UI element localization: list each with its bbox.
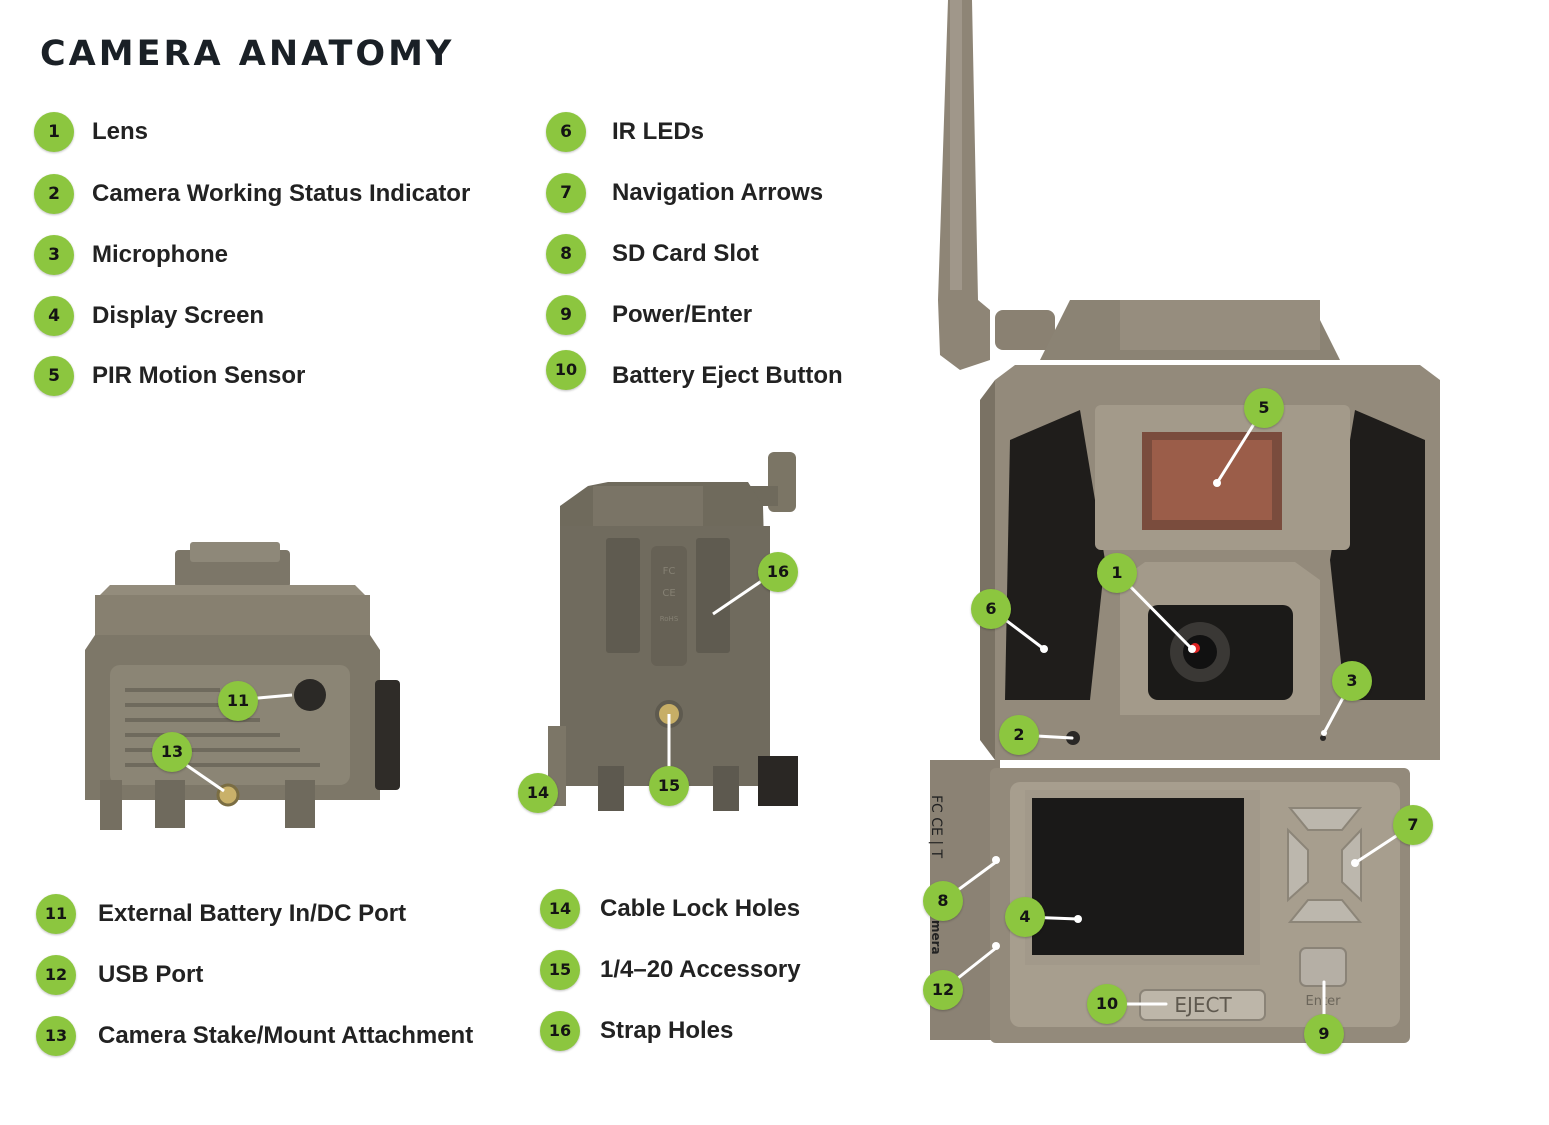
fc-mark: FC bbox=[663, 566, 676, 577]
legend-label: 1/4–20 Accessory bbox=[600, 956, 801, 983]
side-model-text: mera bbox=[929, 920, 943, 955]
marker-2: 2 bbox=[999, 715, 1039, 755]
page-title: CAMERA ANATOMY bbox=[40, 34, 455, 74]
rohs-mark: RoHS bbox=[660, 615, 679, 623]
marker-1: 1 bbox=[1097, 553, 1137, 593]
legend-label: External Battery In/DC Port bbox=[98, 900, 407, 927]
ce-mark: CE bbox=[662, 588, 675, 599]
legend-label: Cable Lock Holes bbox=[600, 895, 801, 922]
legend-label: Camera Stake/Mount Attachment bbox=[98, 1022, 474, 1049]
legend-label: SD Card Slot bbox=[612, 240, 759, 267]
marker-4: 4 bbox=[1005, 897, 1045, 937]
marker-8: 8 bbox=[923, 881, 963, 921]
camera-front-view: Enter EJECT FC CE | T mera bbox=[920, 0, 1460, 1060]
number-badge: 2 bbox=[34, 174, 74, 214]
number-badge: 7 bbox=[546, 173, 586, 213]
number-badge: 13 bbox=[36, 1016, 76, 1056]
legend-label: Strap Holes bbox=[600, 1017, 734, 1044]
marker-12: 12 bbox=[923, 970, 963, 1010]
number-badge: 15 bbox=[540, 950, 580, 990]
marker-6: 6 bbox=[971, 589, 1011, 629]
legend-front-parts-b: 6 IR LEDs 7 Navigation Arrows 8 SD Card … bbox=[546, 112, 906, 402]
marker-16: 16 bbox=[758, 552, 798, 592]
legend-label: Navigation Arrows bbox=[612, 179, 824, 206]
marker-5: 5 bbox=[1244, 388, 1284, 428]
marker-9: 9 bbox=[1304, 1014, 1344, 1054]
number-badge: 8 bbox=[546, 234, 586, 274]
marker-15: 15 bbox=[649, 766, 689, 806]
side-cert-text: FC CE | T bbox=[928, 795, 944, 859]
number-badge: 1 bbox=[34, 112, 74, 152]
legend-label: USB Port bbox=[98, 961, 204, 988]
legend-back-parts: 14 Cable Lock Holes 15 1/4–20 Accessory … bbox=[540, 889, 870, 1059]
camera-bottom-view: 11 13 bbox=[70, 540, 410, 840]
number-badge: 12 bbox=[36, 955, 76, 995]
legend-label: Microphone bbox=[92, 241, 228, 268]
legend-label: Battery Eject Button bbox=[612, 362, 843, 389]
legend-label: PIR Motion Sensor bbox=[92, 362, 306, 389]
marker-14: 14 bbox=[518, 773, 558, 813]
number-badge: 10 bbox=[546, 350, 586, 390]
legend-label: Display Screen bbox=[92, 302, 265, 329]
camera-back-view: FC CE RoHS 16 15 14 bbox=[518, 446, 808, 836]
number-badge: 11 bbox=[36, 894, 76, 934]
number-badge: 14 bbox=[540, 889, 580, 929]
number-badge: 16 bbox=[540, 1011, 580, 1051]
eject-text: EJECT bbox=[1174, 993, 1232, 1017]
number-badge: 6 bbox=[546, 112, 586, 152]
marker-7: 7 bbox=[1393, 805, 1433, 845]
marker-3: 3 bbox=[1332, 661, 1372, 701]
number-badge: 4 bbox=[34, 296, 74, 336]
number-badge: 9 bbox=[546, 295, 586, 335]
marker-10: 10 bbox=[1087, 984, 1127, 1024]
camera-back-illustration: FC CE RoHS bbox=[548, 452, 798, 811]
legend-bottom-parts: 11 External Battery In/DC Port 12 USB Po… bbox=[36, 894, 516, 1064]
legend-front-parts-a: 1 Lens 2 Camera Working Status Indicator… bbox=[34, 112, 514, 402]
camera-front-illustration: Enter EJECT FC CE | T mera bbox=[928, 0, 1440, 1043]
number-badge: 3 bbox=[34, 235, 74, 275]
number-badge: 5 bbox=[34, 356, 74, 396]
legend-label: IR LEDs bbox=[612, 118, 705, 145]
marker-13: 13 bbox=[152, 732, 192, 772]
legend-label: Camera Working Status Indicator bbox=[92, 180, 471, 207]
marker-11: 11 bbox=[218, 681, 258, 721]
legend-label: Power/Enter bbox=[612, 301, 753, 328]
legend-label: Lens bbox=[92, 118, 149, 145]
